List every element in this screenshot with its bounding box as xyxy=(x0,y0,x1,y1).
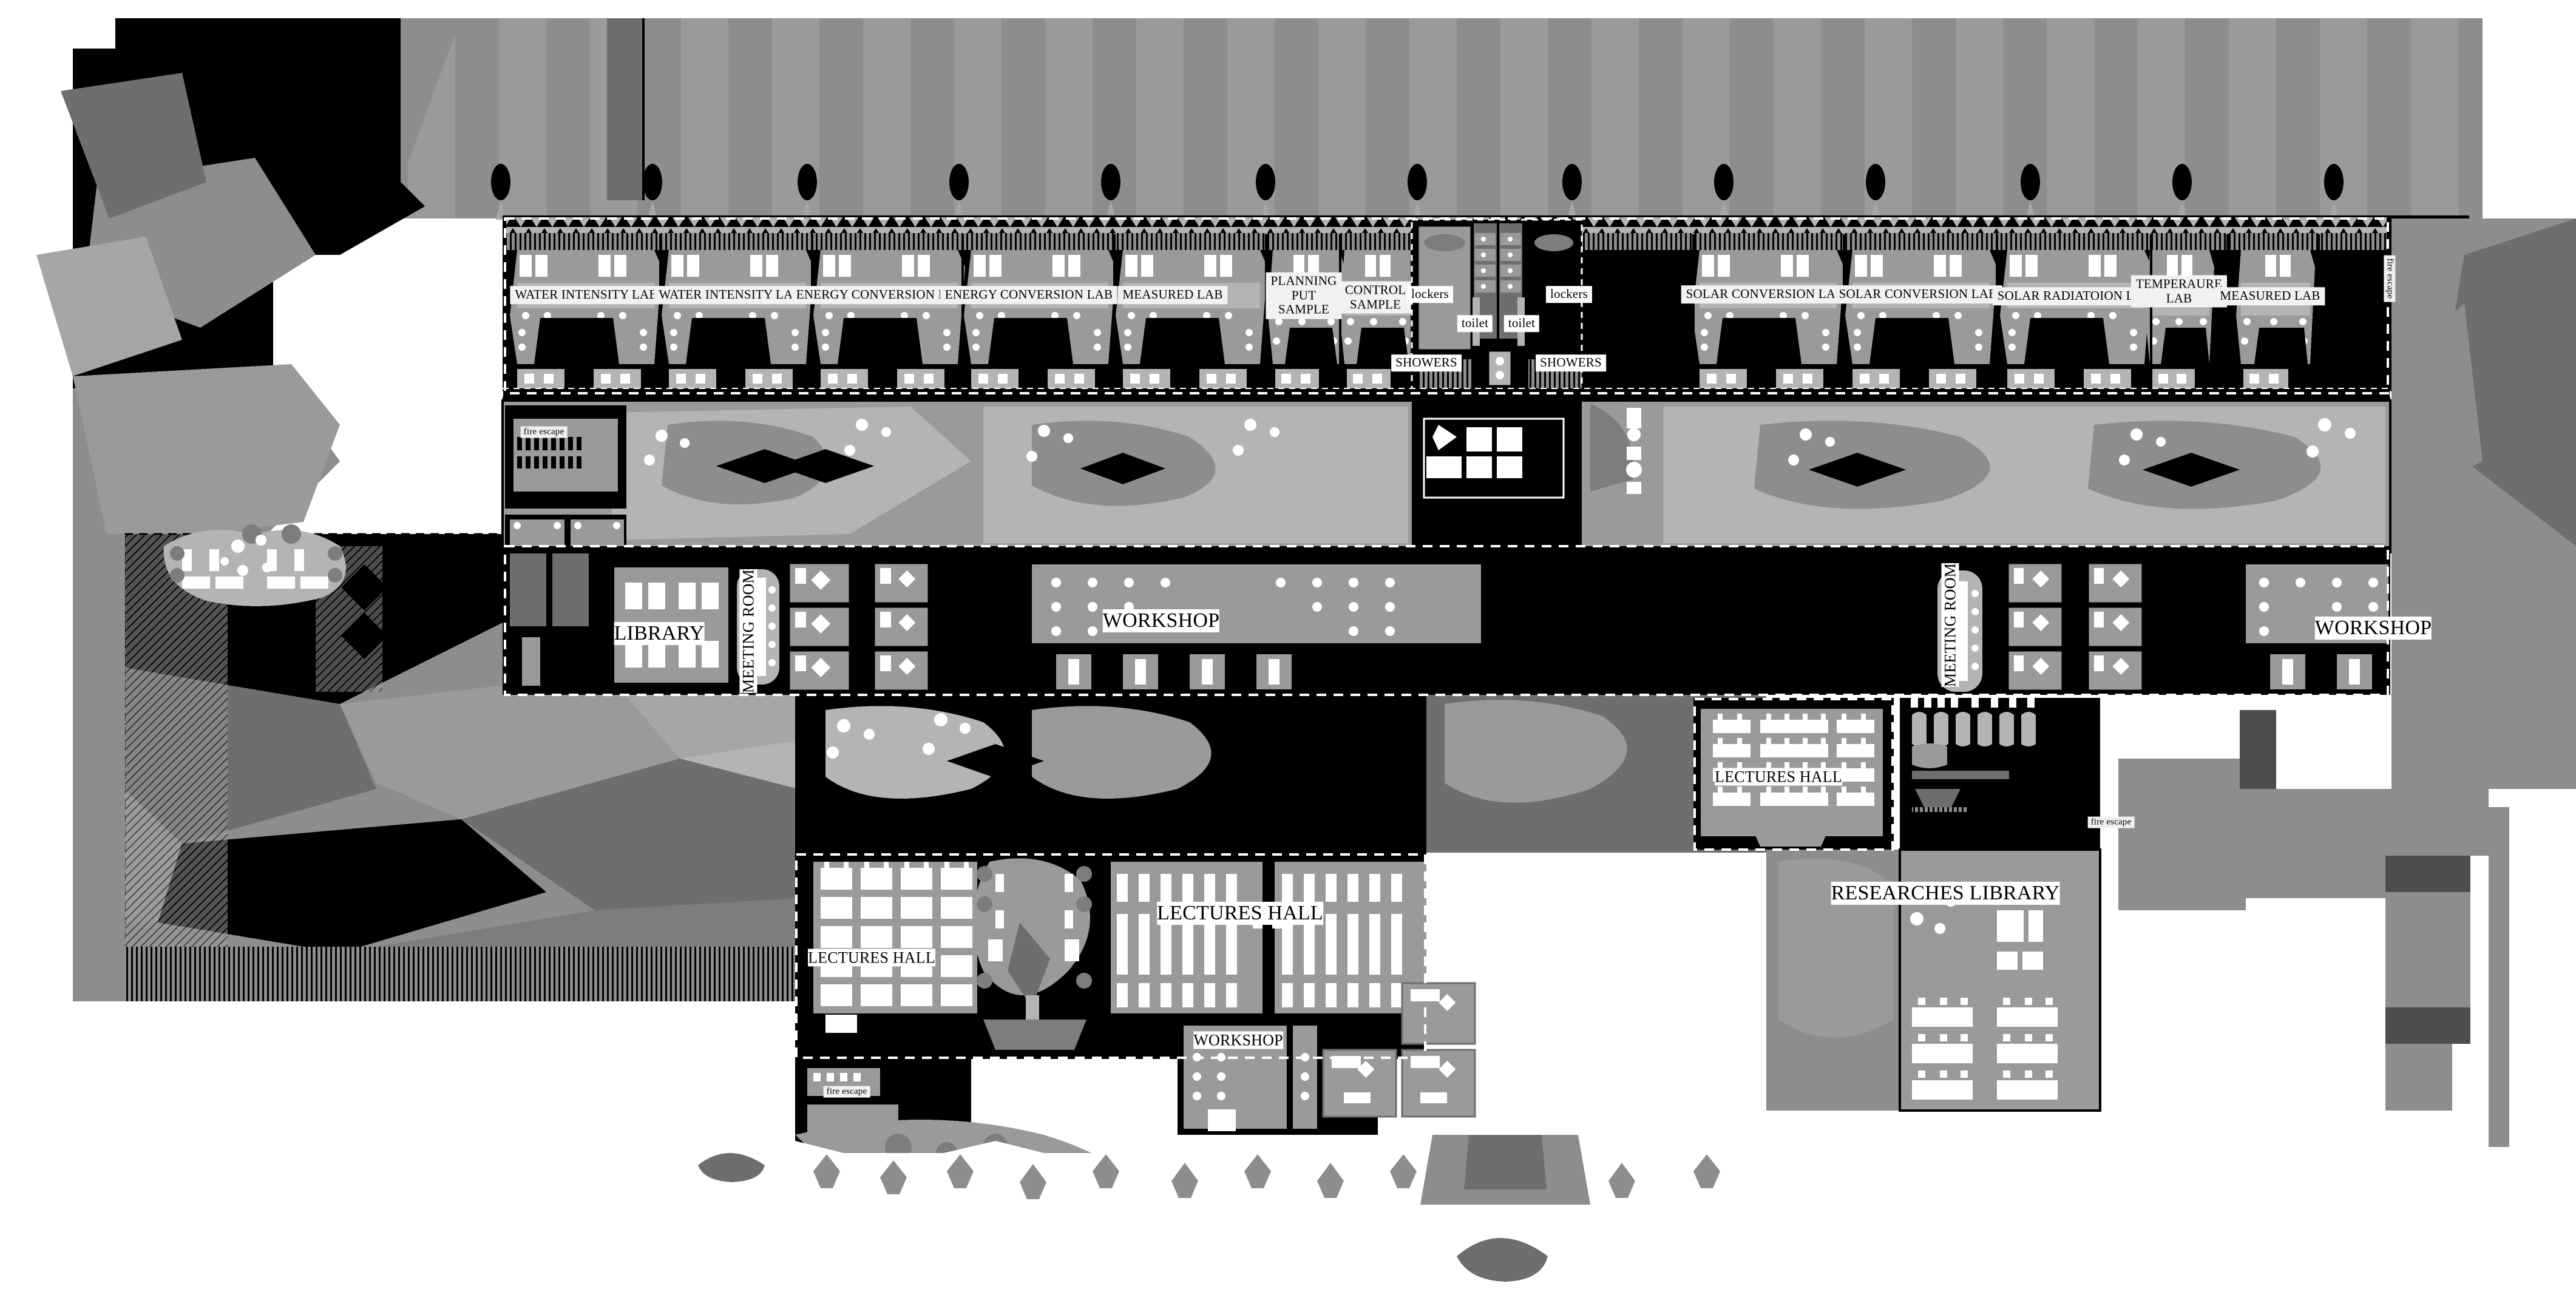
floor-plan-drawing xyxy=(36,18,2576,1282)
floor-plan-canvas: WATER INTENSITY LAB WATER INTENSITY LAB … xyxy=(36,18,2576,1282)
